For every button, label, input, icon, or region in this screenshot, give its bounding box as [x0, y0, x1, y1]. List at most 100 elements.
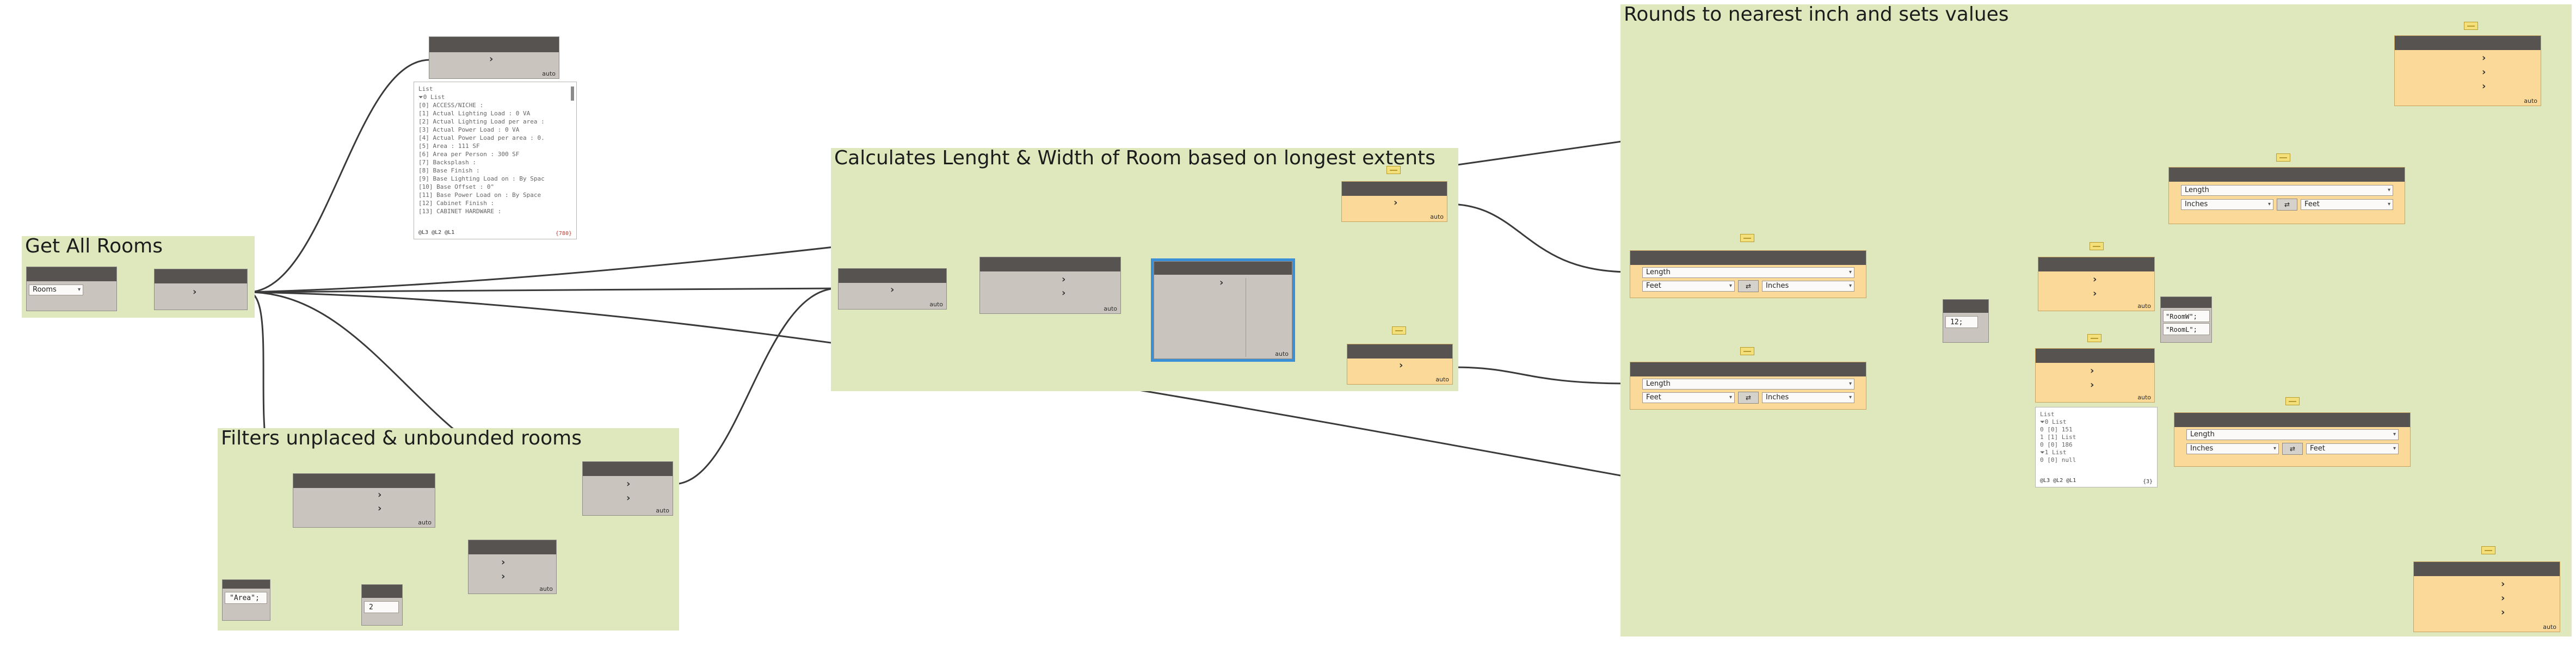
convert-units-node-4[interactable]: Length▾ Inches▾ ⇄ Feet▾ [2174, 412, 2411, 467]
preview-line: List [2040, 411, 2055, 418]
input-port-icon[interactable]: › [2482, 66, 2486, 78]
preview-line: [4] Actual Power Load per area : 0. [418, 134, 545, 141]
code-block-twelve[interactable]: 12; [1943, 299, 1989, 343]
input-port-icon[interactable]: › [2093, 274, 2097, 285]
input-port-icon[interactable]: › [2501, 578, 2505, 590]
input-port-icon[interactable]: › [2482, 81, 2486, 92]
set-parameter-node-1[interactable]: › › › auto [2394, 35, 2541, 106]
input-port-icon[interactable]: › [193, 286, 197, 298]
warning-icon[interactable] [1740, 234, 1754, 242]
warning-icon[interactable] [2090, 242, 2104, 250]
input-port-icon[interactable]: › [890, 284, 895, 295]
warning-icon[interactable] [1740, 347, 1754, 355]
wire[interactable] [673, 287, 839, 485]
preview-line: [11] Base Power Load on : By Space [418, 191, 541, 199]
metric-dropdown[interactable]: Length▾ [1642, 267, 1854, 278]
preview-line: [9] Base Lighting Load on : By Spac [418, 175, 545, 182]
input-port-icon[interactable]: › [378, 503, 382, 514]
swap-units-button[interactable]: ⇄ [1738, 280, 1759, 292]
from-unit-dropdown[interactable]: Feet▾ [1642, 392, 1735, 403]
category-dropdown[interactable]: Rooms ▾ [29, 285, 83, 295]
warning-icon[interactable] [2481, 546, 2495, 554]
preview-line: [8] Base Finish : [418, 167, 480, 174]
input-port-icon[interactable]: › [626, 478, 631, 490]
bounding-box-dims-node[interactable]: › › auto [979, 257, 1121, 314]
input-port-icon[interactable]: › [1394, 197, 1398, 208]
from-unit-dropdown[interactable]: Feet▾ [1642, 281, 1735, 292]
code-block-area[interactable]: "Area"; [222, 579, 270, 621]
node-header [839, 269, 946, 283]
input-port-icon[interactable]: › [626, 492, 631, 504]
chevron-down-icon: ▾ [2387, 201, 2390, 207]
width-node[interactable]: › auto [1347, 344, 1453, 385]
code-block-text[interactable]: "RoomL"; [2163, 323, 2210, 335]
input-port-icon[interactable]: › [2093, 288, 2097, 299]
input-port-icon[interactable]: › [1062, 274, 1066, 285]
preview-scrollbar[interactable] [571, 86, 574, 101]
input-port-icon[interactable]: › [1219, 277, 1224, 288]
to-unit-dropdown[interactable]: Inches▾ [1762, 392, 1854, 403]
wire[interactable] [1452, 366, 1630, 385]
group-rounds[interactable]: Rounds to nearest inch and sets values [1620, 3, 2572, 637]
from-unit-dropdown[interactable]: Inches▾ [2181, 199, 2273, 210]
input-port-icon[interactable]: › [501, 557, 506, 568]
lacing-label: auto [2524, 97, 2537, 104]
swap-units-button[interactable]: ⇄ [2277, 199, 2297, 211]
input-port-icon[interactable]: › [1062, 287, 1066, 299]
all-elements-of-category-node[interactable]: › [154, 269, 248, 310]
convert-units-node-2[interactable]: Length▾ Feet▾ ⇄ Inches▾ [1630, 362, 1866, 410]
code-block-number[interactable]: 2 [361, 584, 403, 626]
to-unit-dropdown[interactable]: Feet▾ [2306, 443, 2399, 454]
metric-dropdown[interactable]: Length▾ [2181, 185, 2393, 196]
input-port-icon[interactable]: › [1399, 360, 1403, 371]
chevron-down-icon: ▾ [2273, 446, 2276, 452]
code-block-text[interactable]: "Area"; [225, 592, 267, 604]
metric-dropdown[interactable]: Length▾ [1642, 379, 1854, 390]
compare-node[interactable]: › › auto [468, 540, 557, 594]
input-port-icon[interactable]: › [2482, 52, 2486, 64]
get-parameters-node[interactable]: › auto [429, 36, 559, 79]
input-port-icon[interactable]: › [489, 53, 494, 65]
code-block-text[interactable]: "RoomW"; [2163, 310, 2210, 322]
swap-units-button[interactable]: ⇄ [2282, 443, 2303, 455]
input-port-icon[interactable]: › [2090, 379, 2094, 391]
warning-icon[interactable] [1392, 326, 1406, 335]
get-parameter-value-node[interactable]: › › auto [582, 461, 673, 516]
group-filters[interactable]: Filters unplaced & unbounded rooms [218, 427, 679, 631]
input-port-icon[interactable]: › [2090, 365, 2094, 376]
code-block-room-params[interactable]: "RoomW"; "RoomL"; [2160, 296, 2212, 343]
warning-icon[interactable] [1386, 166, 1401, 174]
from-unit-dropdown[interactable]: Inches▾ [2186, 443, 2279, 454]
metric-dropdown[interactable]: Length▾ [2186, 429, 2399, 440]
set-parameter-node-2[interactable]: › › › auto [2413, 561, 2560, 632]
filter-by-bool-mask-node[interactable]: › › auto [293, 473, 435, 528]
convert-units-node-3[interactable]: Length▾ Inches▾ ⇄ Feet▾ [2168, 167, 2405, 224]
convert-units-node-1[interactable]: Length▾ Feet▾ ⇄ Inches▾ [1630, 250, 1866, 298]
warning-icon[interactable] [2464, 22, 2478, 30]
length-node[interactable]: › auto [1341, 181, 1447, 222]
input-port-icon[interactable]: › [378, 489, 382, 500]
parameters-preview[interactable]: List⏷0 List [0] ACCESS/NICHE : [1] Actua… [414, 82, 577, 239]
wire[interactable] [1447, 203, 1630, 273]
input-port-icon[interactable]: › [2501, 607, 2505, 618]
to-unit-dropdown[interactable]: Inches▾ [1762, 281, 1854, 292]
input-port-icon[interactable]: › [2501, 592, 2505, 604]
swap-units-button[interactable]: ⇄ [1738, 392, 1759, 404]
code-block-text[interactable]: 12; [1945, 316, 1978, 328]
selected-python-node[interactable]: › auto [1151, 258, 1295, 362]
preview-line: ⏷1 List [2040, 449, 2067, 456]
input-port-icon[interactable]: › [501, 571, 506, 582]
warning-icon[interactable] [2285, 397, 2300, 405]
wire[interactable] [247, 287, 839, 293]
round-node-1[interactable]: › › auto [2038, 257, 2155, 311]
code-block-text[interactable]: 2 [364, 601, 399, 613]
values-preview[interactable]: List⏷0 List 0 [0] 151 1 [1] List 0 [0] 1… [2035, 407, 2158, 487]
to-unit-dropdown[interactable]: Feet▾ [2301, 199, 2393, 210]
warning-icon[interactable] [2276, 153, 2290, 162]
categories-node[interactable]: Rooms ▾ [26, 267, 117, 311]
wire[interactable] [247, 59, 430, 293]
round-node-2[interactable]: › › auto [2035, 348, 2155, 403]
bounding-box-node[interactable]: › auto [838, 268, 947, 310]
warning-icon[interactable] [2087, 334, 2102, 342]
